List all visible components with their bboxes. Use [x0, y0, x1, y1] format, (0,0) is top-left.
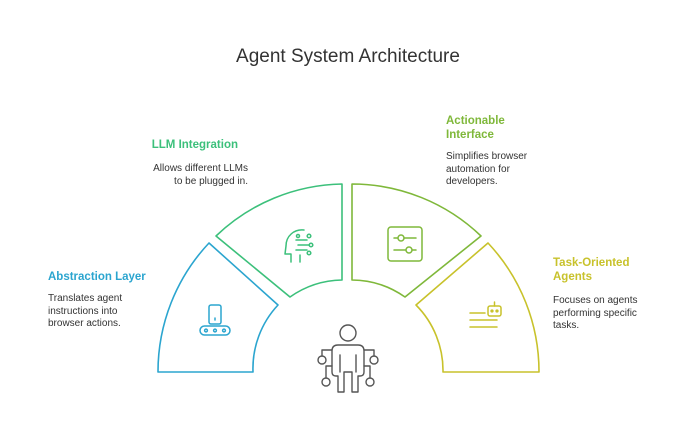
robot-list-icon — [469, 301, 502, 328]
llm-integration-label: LLM Integration — [151, 139, 238, 151]
llm-integration-segment — [215, 183, 343, 298]
person-network-icon — [317, 324, 379, 393]
conveyor-robot-icon — [199, 304, 231, 336]
actionable-interface-description: Simplifies browser automation for develo… — [446, 151, 528, 187]
diagram-title: Agent System Architecture — [236, 46, 460, 67]
sliders-icon — [387, 226, 423, 262]
ai-head-icon — [284, 229, 314, 263]
llm-integration-description: Allows different LLMs to be plugged in. — [153, 163, 248, 187]
task-oriented-agents-description: Focuses on agents performing specific ta… — [553, 295, 638, 331]
abstraction-layer-description: Translates agent instructions into brows… — [48, 293, 123, 329]
actionable-interface-label: Actionable Interface — [446, 115, 505, 141]
abstraction-layer-segment — [157, 242, 279, 373]
task-oriented-agents-label: Task-Oriented Agents — [553, 257, 630, 283]
actionable-interface-segment — [351, 183, 482, 298]
task-oriented-agents-segment — [415, 242, 540, 373]
abstraction-layer-label: Abstraction Layer — [48, 271, 146, 283]
